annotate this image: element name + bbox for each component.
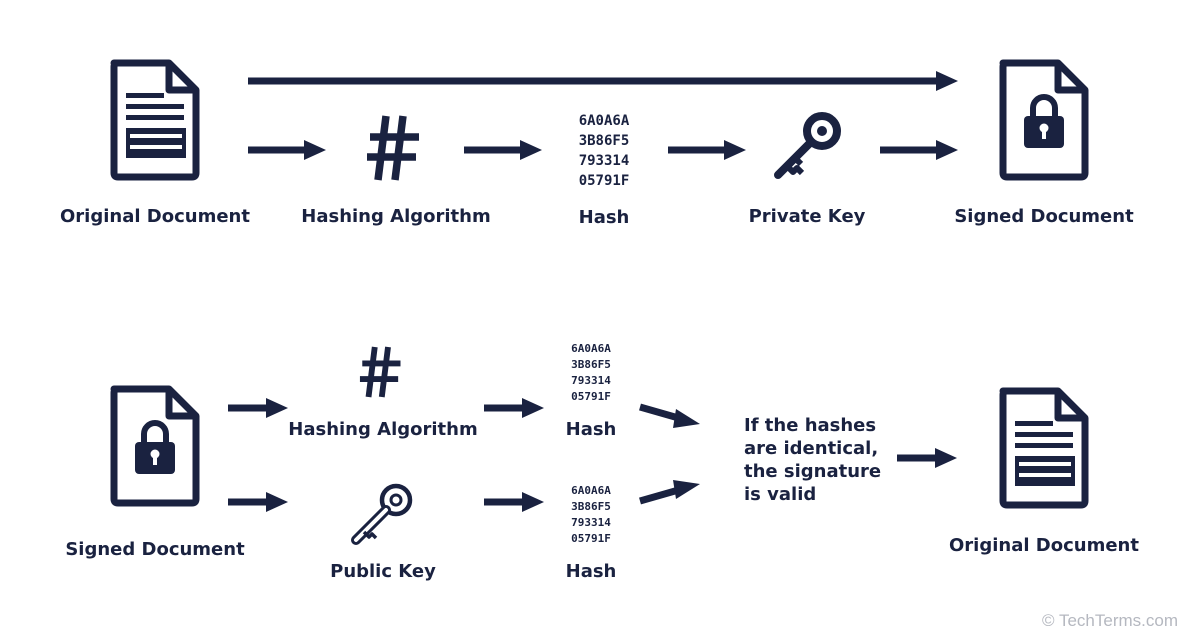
hash-line: 3B86F5 — [579, 133, 630, 149]
hash-line: 793314 — [579, 153, 630, 169]
verify-hashing-algorithm-label: Hashing Algorithm — [288, 419, 477, 440]
arrow-icon — [484, 492, 544, 512]
arrow-icon — [484, 398, 544, 418]
hash-line: 3B86F5 — [571, 358, 611, 371]
condition-line: If the hashes — [744, 415, 876, 436]
arrow-icon — [668, 140, 746, 160]
arrow-icon — [880, 140, 958, 160]
public-key-label: Public Key — [330, 561, 436, 582]
signed-document-label: Signed Document — [954, 206, 1134, 227]
arrow-icon — [228, 492, 288, 512]
condition-line: are identical, — [744, 438, 878, 459]
hash-label: Hash — [579, 207, 630, 228]
arrow-icon — [639, 480, 700, 505]
copyright-notice: © TechTerms.com — [1042, 611, 1178, 630]
original-document-icon — [1003, 391, 1085, 505]
private-key-icon — [778, 116, 837, 175]
hash-symbol-icon — [360, 347, 401, 397]
verify-original-document-label: Original Document — [949, 535, 1139, 556]
condition-line: the signature — [744, 461, 881, 482]
arrow-icon — [228, 398, 288, 418]
signed-document-icon — [114, 389, 196, 503]
original-document-label: Original Document — [60, 206, 250, 227]
arrow-icon — [897, 448, 957, 468]
hash-value: 6A0A6A 3B86F5 793314 05791F — [579, 113, 630, 189]
verify-hash-top-label: Hash — [566, 419, 617, 440]
arrow-icon — [248, 140, 326, 160]
verify-signed-document-label: Signed Document — [65, 539, 245, 560]
arrow-icon — [464, 140, 542, 160]
hash-value-top: 6A0A6A 3B86F5 793314 05791F — [571, 342, 611, 403]
hash-line: 05791F — [571, 390, 611, 403]
private-key-label: Private Key — [749, 206, 866, 227]
hashing-algorithm-label: Hashing Algorithm — [301, 206, 490, 227]
hash-line: 793314 — [571, 374, 611, 387]
hash-line: 6A0A6A — [571, 484, 611, 497]
long-arrow — [248, 71, 958, 91]
verify-hash-bottom-label: Hash — [566, 561, 617, 582]
condition-line: is valid — [744, 484, 816, 505]
hash-symbol-icon — [367, 116, 419, 180]
hash-line: 793314 — [571, 516, 611, 529]
arrow-icon — [639, 403, 700, 428]
hash-line: 6A0A6A — [579, 113, 630, 129]
hash-value-bottom: 6A0A6A 3B86F5 793314 05791F — [571, 484, 611, 545]
hash-line: 6A0A6A — [571, 342, 611, 355]
hash-line: 05791F — [571, 532, 611, 545]
condition-text: If the hashes are identical, the signatu… — [744, 415, 881, 505]
hash-line: 05791F — [579, 173, 630, 189]
hash-line: 3B86F5 — [571, 500, 611, 513]
signed-document-icon — [1003, 63, 1085, 177]
original-document-icon — [114, 63, 196, 177]
public-key-icon — [356, 486, 410, 540]
